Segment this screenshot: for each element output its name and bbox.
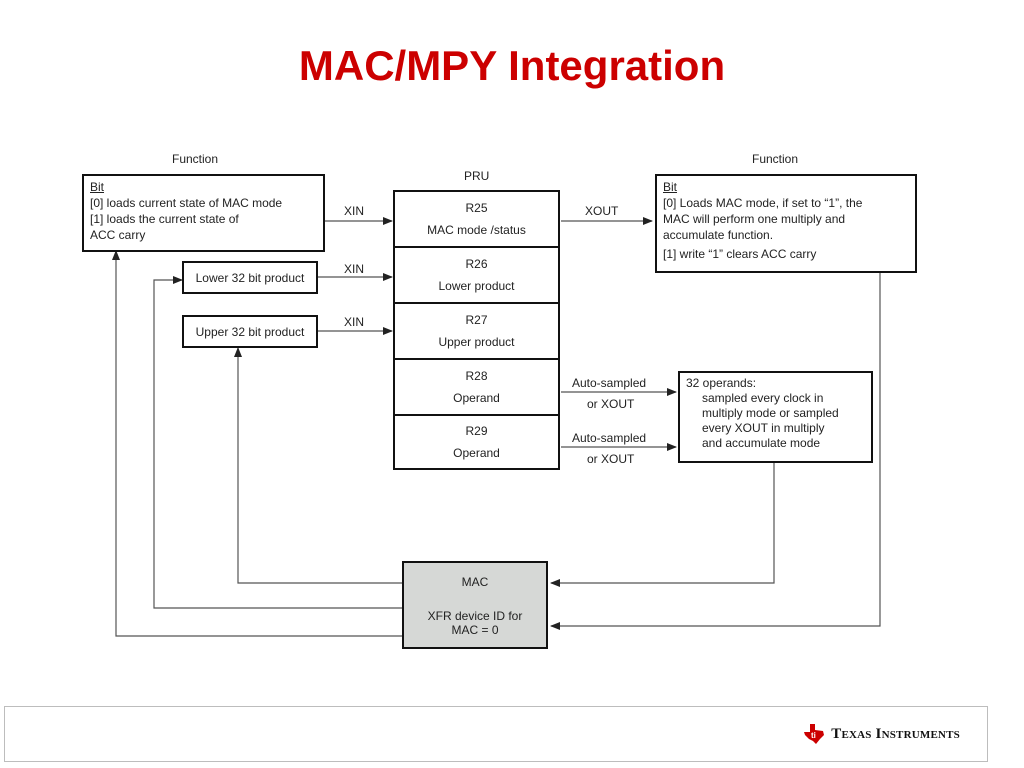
bit-line: accumulate function. xyxy=(663,228,774,242)
operands-box: 32 operands: sampled every clock in mult… xyxy=(678,371,873,463)
bit-heading: Bit xyxy=(90,180,105,194)
mac-to-function-line xyxy=(112,250,402,637)
mac-device-id: XFR device ID for xyxy=(427,609,523,623)
bit-line: [0] loads current state of MAC mode xyxy=(90,196,283,210)
xout-label: XOUT xyxy=(585,204,619,218)
bit-line: MAC will perform one multiply and xyxy=(663,212,846,226)
register-desc: Lower product xyxy=(438,279,515,293)
register-r28: R28 Operand xyxy=(393,358,560,416)
or-xout-label: or XOUT xyxy=(587,397,635,411)
bit-heading: Bit xyxy=(663,180,678,194)
mac-title: MAC xyxy=(461,575,489,589)
slide-footer xyxy=(4,706,988,762)
operands-line: 32 operands: xyxy=(686,376,757,390)
register-name: R26 xyxy=(465,257,488,271)
lower-product-box: Lower 32 bit product xyxy=(182,261,318,294)
texas-instruments-logo: ti Texas Instruments xyxy=(803,723,960,745)
bit-line: [1] write “1” clears ACC carry xyxy=(663,247,817,261)
xin-label: XIN xyxy=(344,204,365,218)
auto-sampled-label: Auto-sampled xyxy=(572,376,647,390)
slide-title: MAC/MPY Integration xyxy=(298,42,726,89)
diagram-connectors xyxy=(112,217,881,637)
register-name: R27 xyxy=(465,313,488,327)
brand-name: Texas Instruments xyxy=(831,725,960,742)
register-r25: R25 MAC mode /status xyxy=(393,190,560,248)
store-function-box: Bit [0] Loads MAC mode, if set to “1”, t… xyxy=(655,174,917,273)
mac-to-lower-line xyxy=(153,276,402,609)
register-name: R25 xyxy=(465,201,488,215)
pru-label: PRU xyxy=(464,169,490,183)
svg-text:ti: ti xyxy=(811,731,816,740)
load-function-box: Bit [0] loads current state of MAC mode … xyxy=(82,174,325,252)
operands-line: multiply mode or sampled xyxy=(702,406,839,420)
or-xout-label: or XOUT xyxy=(587,452,635,466)
register-r27: R27 Upper product xyxy=(393,302,560,360)
upper-product-box: Upper 32 bit product xyxy=(182,315,318,348)
xin-label: XIN xyxy=(344,262,365,276)
operands-line: sampled every clock in xyxy=(702,391,824,405)
operands-line: every XOUT in multiply xyxy=(702,421,825,435)
register-name: R28 xyxy=(465,369,488,383)
function-label-left: Function xyxy=(172,152,219,166)
bit-line: [1] loads the current state of xyxy=(90,212,239,226)
register-desc: Operand xyxy=(453,446,500,460)
register-r29: R29 Operand xyxy=(393,414,560,470)
texas-state-logo-icon: ti xyxy=(804,724,825,744)
register-r26: R26 Lower product xyxy=(393,246,560,304)
mac-to-upper-line xyxy=(234,347,402,584)
operands-to-mac-line xyxy=(550,463,775,587)
function-label-right: Function xyxy=(752,152,799,166)
xin-label: XIN xyxy=(344,315,365,329)
register-desc: MAC mode /status xyxy=(427,223,526,237)
register-name: R29 xyxy=(465,424,488,438)
function-to-mac-line xyxy=(550,273,881,630)
bit-line: [0] Loads MAC mode, if set to “1”, the xyxy=(663,196,863,210)
mac-device-value: MAC = 0 xyxy=(451,623,499,637)
register-desc: Upper product xyxy=(438,335,515,349)
bit-line: ACC carry xyxy=(90,228,146,242)
register-desc: Operand xyxy=(453,391,500,405)
mac-unit-box: MAC XFR device ID for MAC = 0 xyxy=(402,561,548,649)
operands-line: and accumulate mode xyxy=(702,436,821,450)
auto-sampled-label: Auto-sampled xyxy=(572,431,647,445)
